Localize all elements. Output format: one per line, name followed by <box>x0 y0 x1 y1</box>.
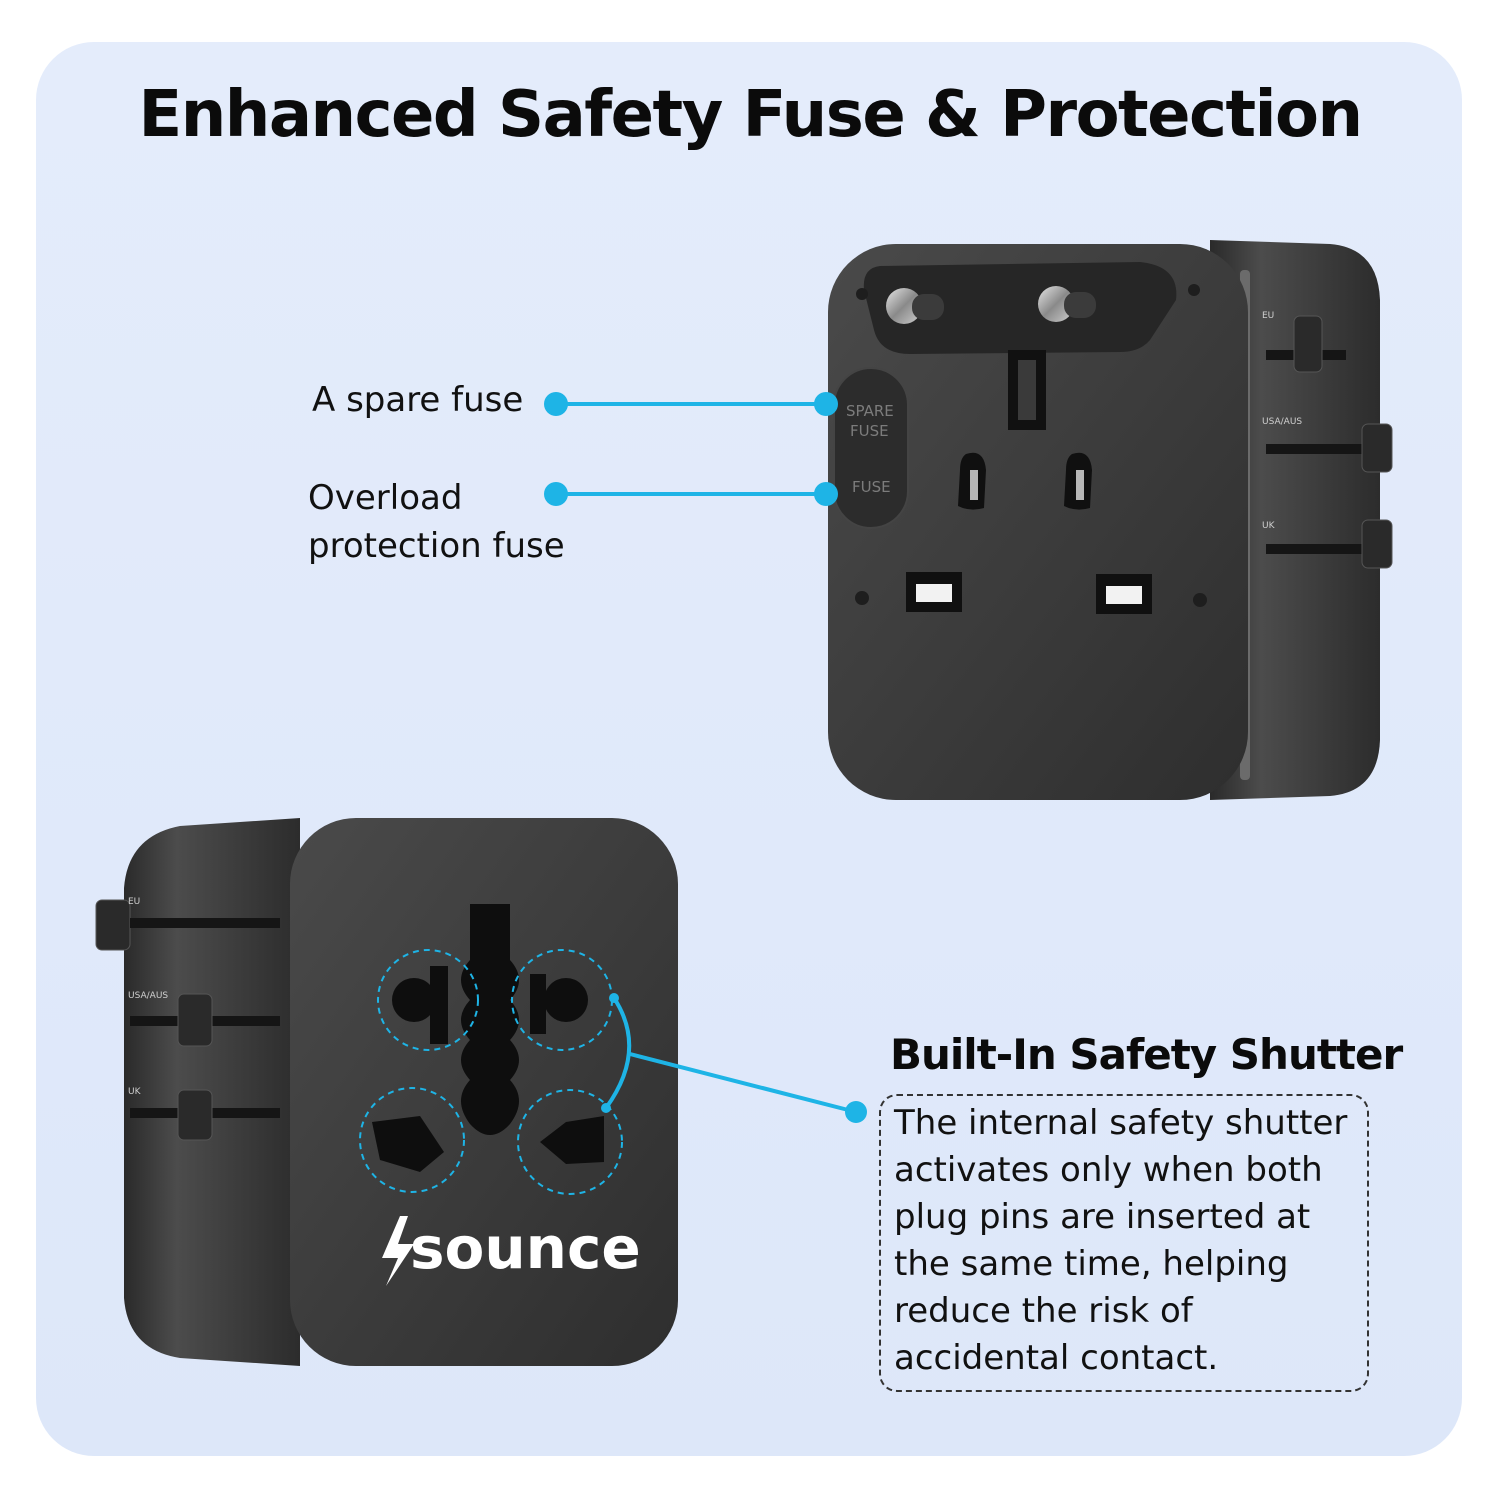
shutter-callout-lines <box>601 993 867 1123</box>
screw-icon <box>1193 593 1207 607</box>
overload-fuse-end-dot-icon <box>814 482 838 506</box>
socket-hole-tl <box>392 978 436 1022</box>
fuse-compartment <box>833 367 909 529</box>
side-label-usaus-bottom: USA/AUS <box>128 991 168 1001</box>
side-label-usaus: USA/AUS <box>1262 417 1302 427</box>
fuse-spare-text-1: SPARE <box>846 402 894 420</box>
shutter-description-box <box>879 1094 1369 1392</box>
adapter-top-side <box>1210 240 1380 800</box>
spare-fuse-label: A spare fuse <box>312 380 524 420</box>
eu-pin-left-shaft <box>912 294 944 320</box>
page-title: Enhanced Safety Fuse & Protection <box>138 78 1363 152</box>
screw-icon <box>1188 284 1200 296</box>
bracket-bottom-dot-icon <box>601 1103 611 1113</box>
adapter-top-face <box>828 244 1248 800</box>
eu-pin-right-icon <box>1038 286 1074 322</box>
shutter-detail-right <box>1076 470 1084 500</box>
shutter-pointer-line <box>629 1052 857 1114</box>
screw-icon <box>856 288 868 300</box>
adapter-top: SPARE FUSE FUSE EU USA/AUS UK <box>828 240 1393 800</box>
shutter-bracket-line <box>604 996 632 1110</box>
socket-hole-tr <box>544 978 588 1022</box>
bracket-top-dot-icon <box>609 993 619 1003</box>
uk-slot-right-inner <box>1106 586 1142 604</box>
side-label-eu: EU <box>1262 311 1274 321</box>
brand-bolt-icon <box>382 1216 414 1286</box>
adapter-bottom: sounce EU USA/AUS UK <box>95 818 678 1366</box>
fuse-callout-lines <box>544 392 838 506</box>
side-label-uk-bottom: UK <box>128 1087 142 1097</box>
fuse-spare-text-2: FUSE <box>850 422 889 440</box>
side-label-uk: UK <box>1262 521 1276 531</box>
shutter-heading: Built-In Safety Shutter <box>890 1030 1403 1079</box>
shutter-description: The internal safety shutter activates on… <box>894 1103 1348 1378</box>
eu-slider-track-bottom <box>130 918 280 928</box>
uk-slider-knob-bottom <box>177 1089 213 1141</box>
socket-slot-tl <box>430 966 448 1044</box>
uk-slot-left-inner <box>916 584 952 602</box>
socket-slot-bl <box>372 1116 444 1172</box>
adapter-bottom-side <box>124 818 300 1366</box>
uk-earth-slot-inner <box>1018 360 1036 420</box>
usaus-slider-knob <box>1361 423 1393 473</box>
shutter-detail-left <box>970 470 978 500</box>
socket-slot-tr <box>530 974 546 1034</box>
spare-fuse-end-dot-icon <box>814 392 838 416</box>
fuse-text: FUSE <box>852 478 891 496</box>
uk-slider-knob <box>1361 519 1393 569</box>
usaus-slider-track <box>1266 444 1366 454</box>
brand-logo: sounce <box>410 1214 641 1282</box>
eu-pin-right-shaft <box>1064 292 1096 318</box>
eu-slider-knob <box>1293 315 1323 373</box>
side-label-eu-bottom: EU <box>128 897 140 907</box>
shutter-circle-top-left <box>377 949 479 1051</box>
uk-slider-track <box>1266 544 1366 554</box>
shutter-pointer-dot-icon <box>845 1101 867 1123</box>
eu-slider-knob-bottom <box>95 899 131 951</box>
eu-pin-plate <box>863 262 1177 354</box>
spare-fuse-dot-icon <box>544 392 568 416</box>
socket-slot-br <box>540 1116 604 1164</box>
shutter-circle-bottom-left <box>359 1087 465 1193</box>
eu-pin-left-icon <box>886 288 922 324</box>
universal-center-slot <box>461 904 519 1135</box>
screw-icon <box>855 591 869 605</box>
overload-fuse-label: Overload protection fuse <box>308 478 565 566</box>
overload-fuse-dot-icon <box>544 482 568 506</box>
usaus-slider-knob-bottom <box>177 993 213 1047</box>
shutter-circle-bottom-right <box>517 1089 623 1195</box>
